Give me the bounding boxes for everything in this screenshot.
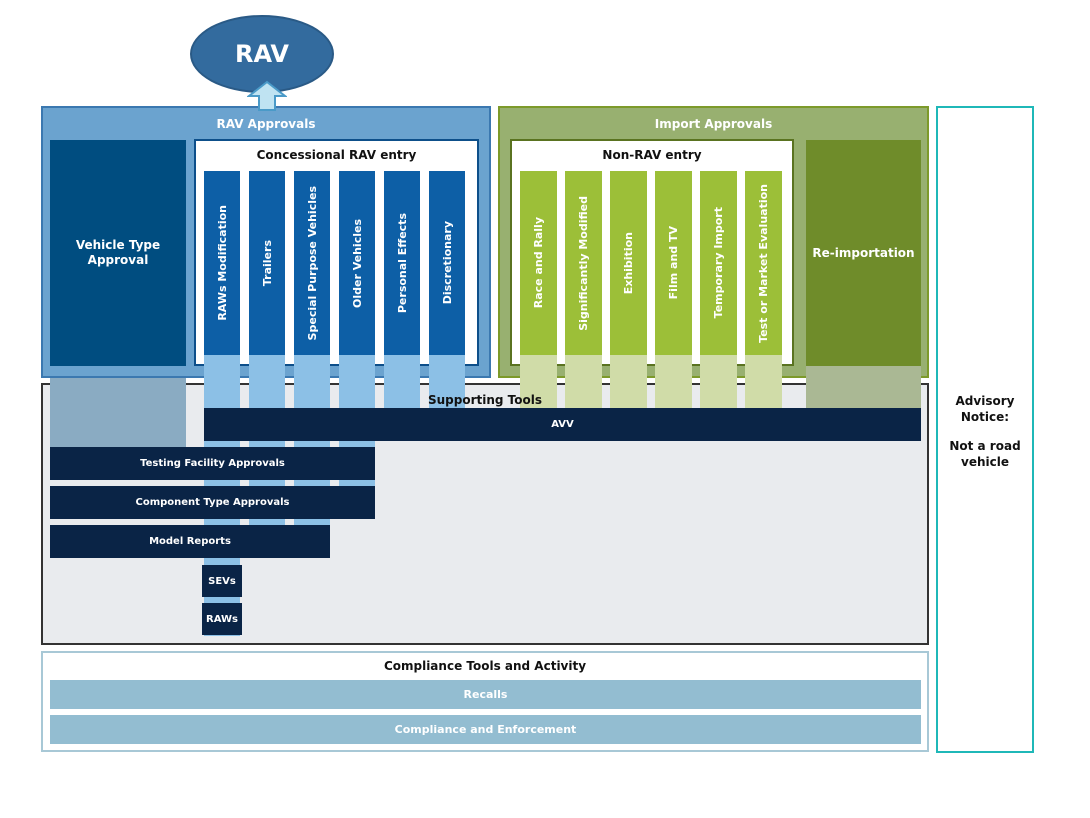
vehicle-type-approval-label: Vehicle Type Approval [75, 238, 161, 267]
vehicle-type-approval-box: Vehicle Type Approval [50, 140, 186, 366]
reimportation-label: Re-importation [812, 246, 915, 260]
rav-approvals-title: RAV Approvals [216, 117, 316, 131]
column-personal-effects: Personal Effects [384, 171, 420, 355]
column-label: Trailers [260, 239, 274, 287]
column-label: Test or Market Evaluation [757, 183, 770, 343]
column-temporary-import: Temporary Import [700, 171, 737, 355]
column-special-purpose-vehicles: Special Purpose Vehicles [294, 171, 330, 355]
recalls-bar: Recalls [50, 680, 921, 709]
column-raws-modification: RAWs Modification [204, 171, 240, 355]
exhibition-extension [610, 355, 647, 408]
compliance-enforcement-bar: Compliance and Enforcement [50, 715, 921, 744]
significantly-modified-extension [565, 355, 602, 408]
personal-effects-extension [384, 355, 420, 408]
column-label: Significantly Modified [577, 195, 590, 331]
import-approvals-title: Import Approvals [654, 117, 773, 131]
compliance-title: Compliance Tools and Activity [383, 658, 587, 673]
testing-facility-approvals-bar: Testing Facility Approvals [50, 447, 375, 480]
column-film-and-tv: Film and TV [655, 171, 692, 355]
column-older-vehicles: Older Vehicles [339, 171, 375, 355]
reimportation-box: Re-importation [806, 140, 921, 366]
column-label: Exhibition [622, 231, 635, 295]
advisory-notice-title: Advisory Notice: [955, 394, 1015, 424]
race-rally-extension [520, 355, 557, 408]
film-tv-extension [655, 355, 692, 408]
advisory-notice-panel [936, 106, 1034, 753]
column-label: Discretionary [440, 221, 454, 305]
discretionary-extension [429, 355, 465, 408]
rav-node-label: RAV [235, 40, 289, 68]
non-rav-entry-title: Non-RAV entry [602, 148, 702, 162]
column-discretionary: Discretionary [429, 171, 465, 355]
temporary-import-extension [700, 355, 737, 408]
reimportation-extension [806, 366, 921, 408]
column-label: Race and Rally [532, 217, 545, 309]
column-significantly-modified: Significantly Modified [565, 171, 602, 355]
avv-bar: AVV [204, 408, 921, 441]
column-label: Special Purpose Vehicles [305, 185, 319, 341]
component-type-approvals-bar: Component Type Approvals [50, 486, 375, 519]
model-reports-bar: Model Reports [50, 525, 330, 558]
up-arrow-icon [247, 80, 287, 111]
advisory-notice-subtitle: Not a road vehicle [949, 439, 1021, 469]
raws-bar: RAWs [202, 603, 242, 635]
column-trailers: Trailers [249, 171, 285, 355]
vehicle-type-extension [50, 378, 186, 447]
column-exhibition: Exhibition [610, 171, 647, 355]
column-race-and-rally: Race and Rally [520, 171, 557, 355]
column-label: Temporary Import [712, 207, 725, 319]
test-market-extension [745, 355, 782, 408]
column-label: Personal Effects [395, 212, 409, 314]
column-label: Film and TV [667, 226, 680, 300]
column-label: RAWs Modification [215, 205, 229, 321]
column-test-or-market-evaluation: Test or Market Evaluation [745, 171, 782, 355]
supporting-tools-title: Supporting Tools [427, 392, 543, 407]
column-label: Older Vehicles [350, 218, 364, 308]
concessional-rav-title: Concessional RAV entry [256, 148, 417, 162]
rav-node: RAV [190, 15, 334, 93]
sevs-bar: SEVs [202, 565, 242, 597]
